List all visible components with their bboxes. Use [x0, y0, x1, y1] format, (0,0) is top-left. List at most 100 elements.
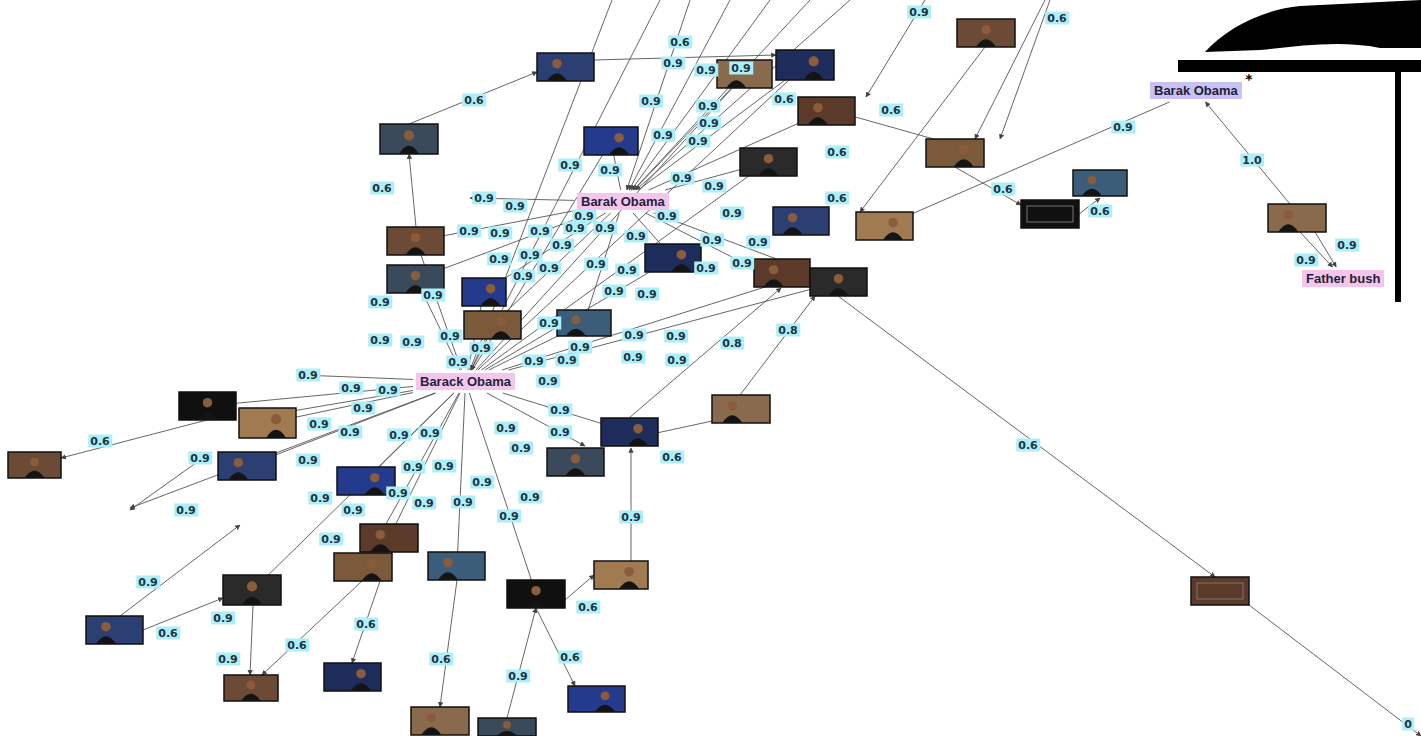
similarity-score: 0.6 [88, 435, 112, 448]
similarity-score: 0.9 [216, 653, 240, 666]
similarity-score: 0.9 [307, 418, 331, 431]
similarity-score: 0.9 [401, 461, 425, 474]
link-line [584, 213, 619, 323]
similarity-score: 0.9 [387, 429, 411, 442]
similarity-score: 0.6 [660, 451, 684, 464]
similarity-score: 0.9 [188, 452, 212, 465]
similarity-score: 0.9 [702, 180, 726, 193]
similarity-score: 0.9 [472, 192, 496, 205]
video-thumbnail [957, 19, 1015, 47]
similarity-score: 0.9 [497, 510, 521, 523]
link-line [1205, 102, 1290, 204]
similarity-score: 0.6 [879, 104, 903, 117]
link-line [838, 296, 1215, 577]
similarity-score: 1.0 [1240, 154, 1264, 167]
entity-name: Barak Obama [581, 194, 665, 209]
similarity-score: 0.9 [615, 264, 639, 277]
video-thumbnail [798, 97, 855, 125]
similarity-score: 0.9 [174, 504, 198, 517]
black-blob [1205, 0, 1421, 52]
video-thumbnail [464, 311, 521, 339]
similarity-score: 0.9 [558, 159, 582, 172]
link-line [507, 608, 536, 718]
similarity-score: 0.9 [351, 402, 375, 415]
video-thumbnail [334, 553, 392, 581]
similarity-score: 0.6 [991, 183, 1015, 196]
link-line [416, 241, 461, 370]
link-line [1315, 232, 1336, 267]
similarity-score: 0.9 [593, 222, 617, 235]
similarity-score: 0.9 [907, 6, 931, 19]
video-thumbnail [411, 707, 469, 735]
similarity-score: 0.9 [1111, 121, 1135, 134]
similarity-score: 0.9 [568, 341, 592, 354]
similarity-score: 0.9 [400, 336, 424, 349]
similarity-score: 0.9 [457, 225, 481, 238]
similarity-score: 0.9 [694, 64, 718, 77]
similarity-score: 0.6 [576, 601, 600, 614]
similarity-score: 0.9 [136, 576, 160, 589]
entity-label-box: Barak Obama [1150, 82, 1242, 99]
link-line [860, 47, 985, 212]
video-thumbnail [507, 580, 565, 608]
link-line [481, 162, 768, 370]
link-line [955, 167, 1021, 205]
video-thumbnail [537, 53, 594, 81]
similarity-score: 0.9 [518, 249, 542, 262]
link-line [457, 393, 465, 566]
video-thumbnail [584, 127, 638, 155]
similarity-score: 0.9 [368, 334, 392, 347]
link-line [634, 0, 810, 190]
similarity-score: 0.9 [451, 496, 475, 509]
similarity-score: 0.9 [548, 426, 572, 439]
similarity-score: 0.9 [635, 288, 659, 301]
similarity-score: 0.9 [518, 491, 542, 504]
similarity-score: 0.9 [746, 236, 770, 249]
similarity-score: 0.6 [370, 182, 394, 195]
similarity-score: 0.9 [619, 511, 643, 524]
similarity-score: 0.6 [462, 94, 486, 107]
similarity-score: 0.9 [488, 227, 512, 240]
similarity-score: 0.9 [621, 351, 645, 364]
similarity-score: 0.9 [700, 234, 724, 247]
similarity-score: 0 [1402, 718, 1414, 731]
entity-label-box: Barack Obama [416, 373, 515, 390]
similarity-score: 0.6 [156, 627, 180, 640]
link-line [740, 296, 815, 395]
link-line [884, 102, 1169, 226]
link-line [631, 448, 632, 561]
similarity-score: 0.6 [825, 146, 849, 159]
similarity-score: 0.9 [651, 129, 675, 142]
link-line [389, 393, 460, 538]
similarity-score: 0.9 [664, 330, 688, 343]
similarity-score: 0.9 [469, 342, 493, 355]
video-thumbnail [1268, 204, 1326, 232]
similarity-score: 0.9 [555, 354, 579, 367]
similarity-score: 0.9 [308, 492, 332, 505]
black-bar [1395, 72, 1401, 302]
link-line [627, 0, 690, 190]
video-thumbnail [239, 408, 296, 438]
similarity-score: 0.9 [696, 100, 720, 113]
video-thumbnail [568, 686, 625, 712]
entity-name: Barak Obama [1154, 83, 1238, 98]
video-thumbnail [387, 227, 444, 255]
similarity-score: 0.9 [1294, 254, 1318, 267]
link-line [487, 393, 585, 446]
similarity-score: 0.9 [1335, 239, 1359, 252]
similarity-score: 0.9 [655, 210, 679, 223]
video-thumbnail [754, 259, 810, 287]
similarity-score: 0.9 [598, 164, 622, 177]
similarity-score: 0.9 [509, 442, 533, 455]
link-line [250, 605, 253, 675]
similarity-score: 0.9 [418, 427, 442, 440]
similarity-score: 0.8 [720, 337, 744, 350]
video-thumbnail [547, 448, 604, 476]
video-thumbnail [1021, 200, 1079, 228]
link-line [130, 460, 200, 510]
link-line [536, 608, 575, 686]
similarity-score: 0.9 [729, 62, 753, 75]
similarity-score: 0.6 [668, 36, 692, 49]
link-line [352, 581, 380, 663]
video-thumbnail [223, 575, 281, 605]
